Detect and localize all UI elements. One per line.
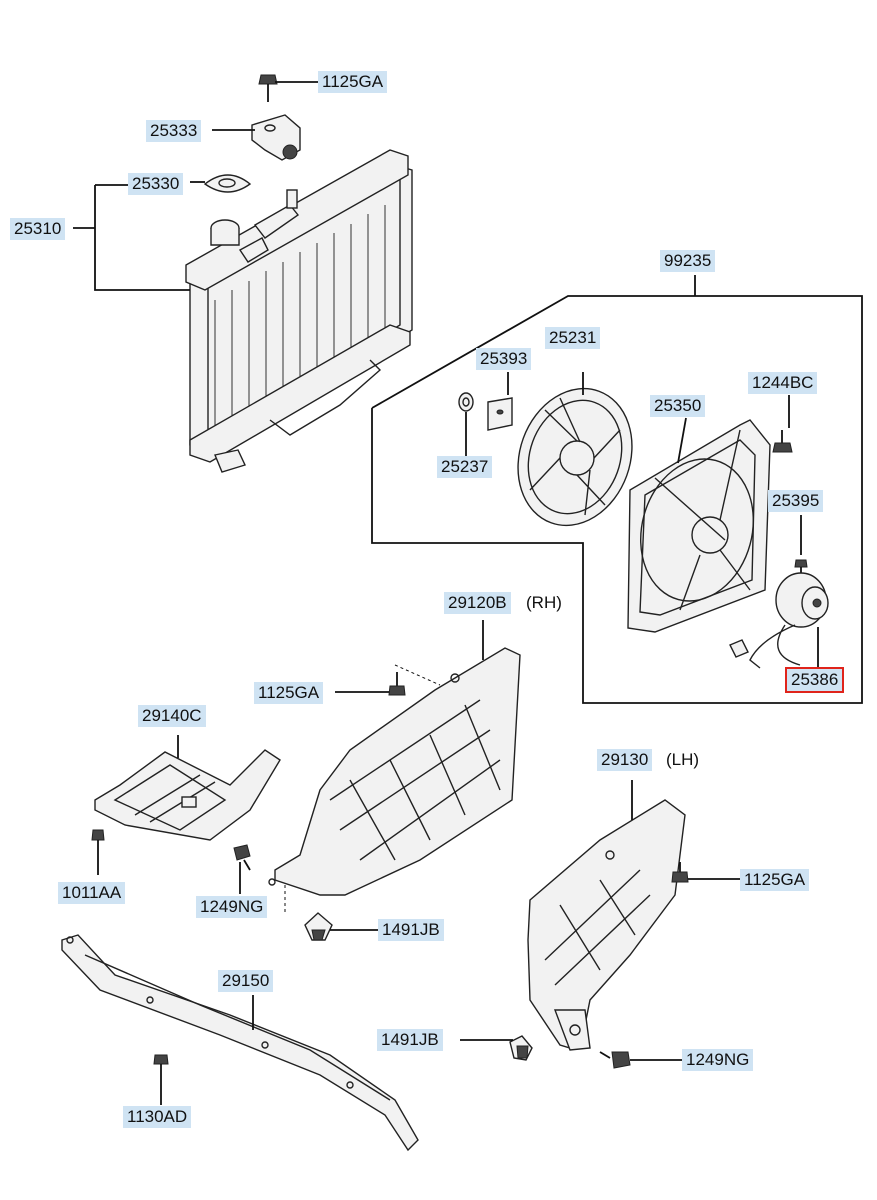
label-25386: 25386 [784, 667, 845, 693]
label-1125ga-top: 1125GA [318, 71, 388, 93]
under-cover-small [94, 749, 281, 841]
label-25310: 25310 [10, 218, 66, 240]
bolt-top [258, 74, 278, 102]
label-29120b-side: (RH) [526, 593, 562, 612]
label-25231: 25231 [545, 327, 601, 349]
label-1125ga-right: 1125GA [740, 869, 810, 891]
under-cover-lh [527, 799, 686, 1051]
label-1011aa: 1011AA [58, 882, 126, 904]
clip-1491jb-left [304, 912, 333, 941]
label-29150: 29150 [218, 970, 274, 992]
label-1249ng-right: 1249NG [682, 1049, 754, 1071]
fan-motor [729, 572, 829, 669]
bolt-1249ng-right [599, 1051, 631, 1069]
label-25330: 25330 [128, 173, 184, 195]
label-1491jb-right: 1491JB [377, 1029, 443, 1051]
label-25350: 25350 [650, 395, 706, 417]
radiator [185, 149, 413, 473]
clip-1491jb-right [509, 1035, 533, 1061]
washer [458, 392, 474, 412]
label-1130ad: 1130AD [123, 1106, 192, 1128]
fan-shroud [627, 419, 771, 633]
label-25393: 25393 [476, 348, 532, 370]
under-cover-rh [268, 647, 521, 896]
bolt-cover-lh [671, 862, 689, 883]
label-29140c: 29140C [138, 705, 206, 727]
label-1125ga-mid: 1125GA [254, 682, 324, 704]
label-29120b: 29120B [444, 592, 511, 614]
label-99235: 99235 [660, 250, 716, 272]
label-25333: 25333 [146, 120, 202, 142]
bolt-cover-rh [388, 672, 406, 696]
radiator-cap [203, 174, 252, 193]
label-1249ng-left: 1249NG [196, 896, 268, 918]
bolt-shroud [772, 430, 793, 453]
label-1491jb-left: 1491JB [378, 919, 444, 941]
bolt-1011aa [91, 829, 105, 858]
label-1244bc: 1244BC [748, 372, 818, 394]
radiator-bracket [251, 114, 301, 161]
label-25395: 25395 [768, 490, 824, 512]
bolt-1249ng-left [233, 844, 251, 871]
label-29130: 29130 [597, 749, 653, 771]
lower-panel-bar [61, 934, 419, 1152]
label-25237: 25237 [437, 456, 493, 478]
bolt-1130ad [153, 1054, 169, 1080]
label-29130-side: (LH) [666, 750, 700, 769]
fan-blade [517, 387, 633, 527]
